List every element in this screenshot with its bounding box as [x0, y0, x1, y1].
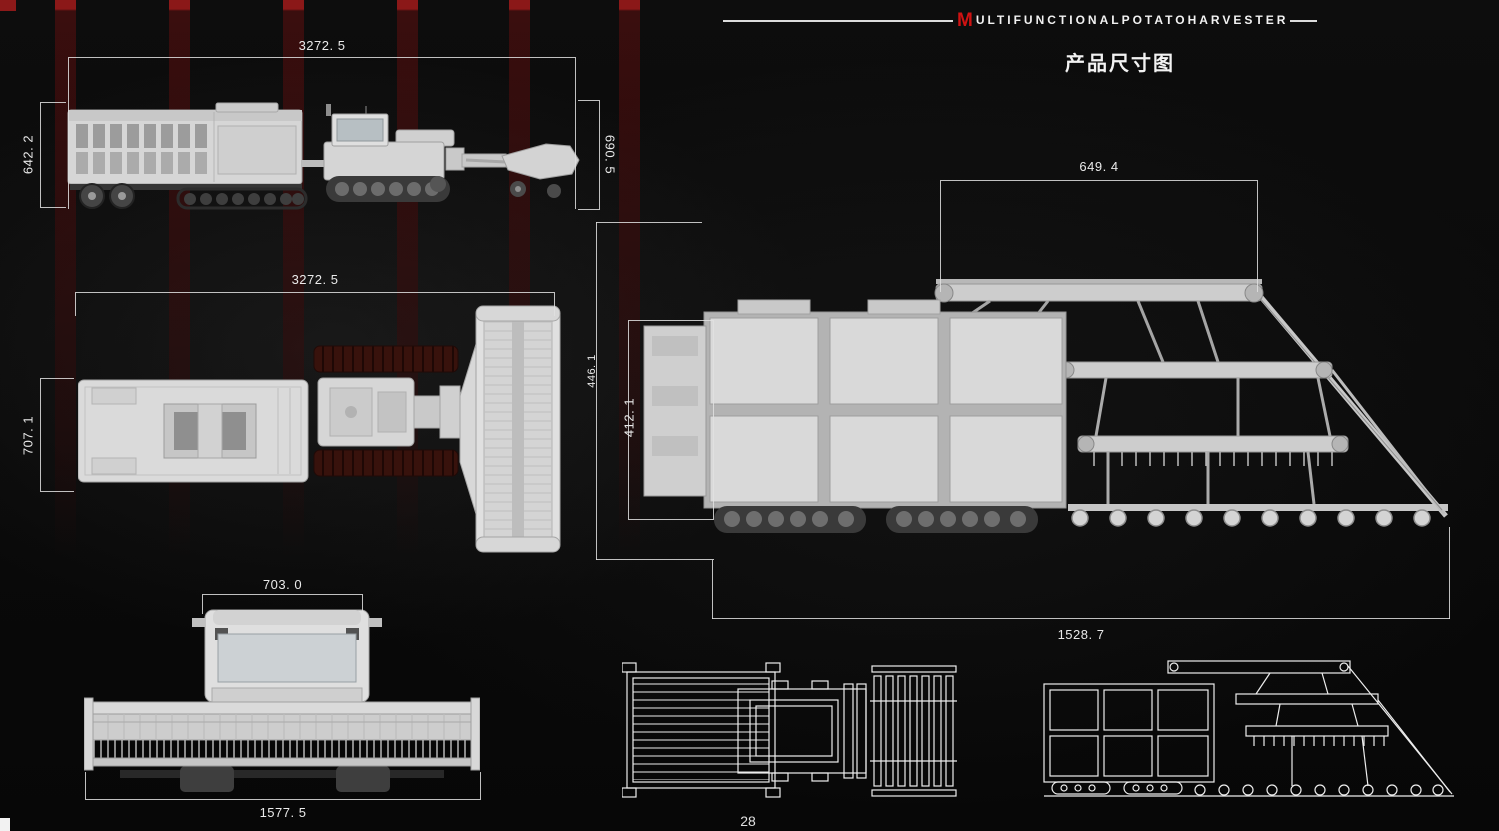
dim-side-length-label: 3272. 5: [298, 38, 346, 53]
dim-implement-inner-height-label: 412. 1: [621, 397, 637, 438]
page-number: 28: [740, 813, 756, 829]
dim-front-cab-bracket: [202, 594, 363, 614]
dim-implement-outer-height-label: 446. 1: [586, 354, 598, 388]
dim-top-width-label: 707. 1: [20, 415, 36, 456]
dim-side-height-left-label: 642. 2: [20, 134, 36, 175]
dim-implement-conveyor-label: 649. 4: [1079, 159, 1119, 174]
wireframe-top-view-illustration: [622, 662, 957, 798]
dim-side-length-bracket: [68, 57, 576, 209]
separator-implement-illustration: [643, 279, 1448, 533]
dim-implement-length-right-tick: [1449, 527, 1450, 619]
corner-red-mark: [0, 0, 16, 11]
dim-front-overall-label: 1577. 5: [259, 805, 307, 820]
dim-implement-length-left-tick: [712, 560, 713, 619]
dim-implement-length-line: [712, 618, 1450, 619]
header-rule-right: [1290, 20, 1317, 22]
corner-white-mark: [0, 818, 10, 831]
dim-side-height-left-bracket: [40, 102, 66, 208]
dim-top-length-bracket: [75, 292, 555, 316]
header-rule-left: [723, 20, 953, 22]
brand-rest: ULTIFUNCTIONALPOTATOHARVESTER: [975, 13, 1289, 27]
dim-top-width-bracket: [40, 378, 74, 492]
dim-top-length-label: 3272. 5: [291, 272, 339, 287]
dim-implement-length-label: 1528. 7: [1057, 627, 1105, 642]
dim-side-height-right-bracket: [578, 100, 600, 210]
brand-title: MULTIFUNCTIONALPOTATOHARVESTER: [957, 10, 1288, 32]
harvester-side-view-illustration: [67, 102, 580, 210]
wireframe-side-view-illustration: [1043, 660, 1454, 797]
harvester-top-view-illustration: [78, 305, 561, 553]
dim-implement-outer-top-tick: [596, 222, 702, 223]
dim-implement-inner-height-bracket: [628, 320, 714, 520]
dim-implement-outer-height-line: [596, 222, 597, 560]
dim-implement-conveyor-bracket: [940, 180, 1258, 292]
dim-front-cab-label: 703. 0: [262, 577, 303, 592]
dim-front-overall-bracket: [85, 772, 481, 800]
harvester-front-view-illustration: [84, 609, 480, 792]
page-title: 产品尺寸图: [1065, 53, 1175, 75]
brand-initial: M: [957, 10, 976, 31]
bg-stripe: [619, 0, 640, 556]
dim-side-height-right-label: 690. 5: [602, 134, 618, 175]
dim-implement-outer-bottom-tick: [596, 559, 714, 560]
